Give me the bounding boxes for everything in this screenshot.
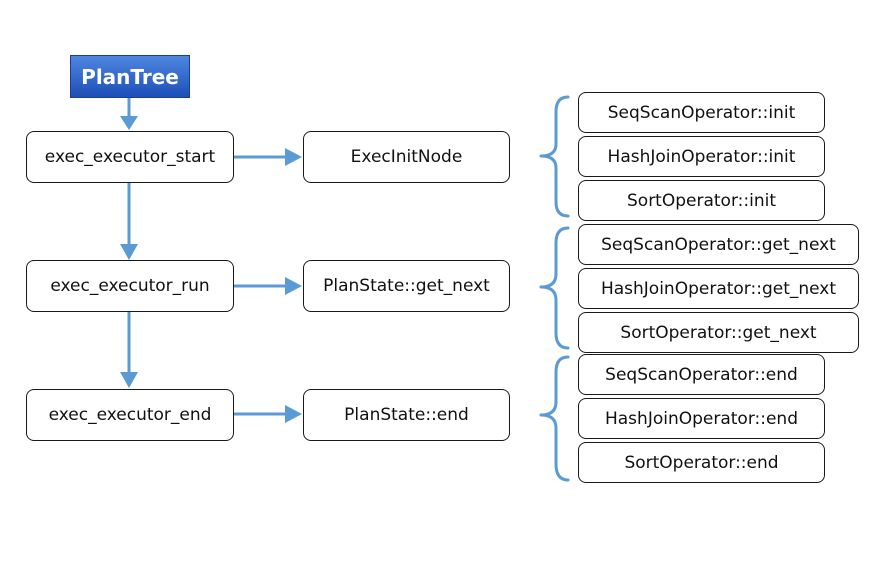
arrowhead-run-to-end <box>120 372 138 388</box>
operator-sort-end: SortOperator::end <box>578 442 825 483</box>
plantree-root: PlanTree <box>70 55 190 98</box>
operator-seqscan-get-next: SeqScanOperator::get_next <box>578 224 859 265</box>
operator-sort-init: SortOperator::init <box>578 180 825 221</box>
arrowhead-start-to-call <box>285 148 302 166</box>
arrowhead-run-to-call <box>285 277 302 295</box>
operator-hashjoin-end: HashJoinOperator::end <box>578 398 825 439</box>
operator-hashjoin-get-next: HashJoinOperator::get_next <box>578 268 859 309</box>
call-planstate-end: PlanState::end <box>303 389 510 441</box>
arrowhead-start-to-run <box>120 244 138 260</box>
brace-start <box>539 95 570 218</box>
stage-exec-executor-run: exec_executor_run <box>26 260 234 312</box>
operator-hashjoin-init: HashJoinOperator::init <box>578 136 825 177</box>
operator-sort-get-next: SortOperator::get_next <box>578 312 859 353</box>
call-exec-init-node: ExecInitNode <box>303 131 510 183</box>
brace-run <box>539 226 570 350</box>
brace-end <box>539 355 570 482</box>
arrowhead-end-to-call <box>285 405 302 423</box>
call-planstate-get-next: PlanState::get_next <box>303 260 510 312</box>
operator-seqscan-init: SeqScanOperator::init <box>578 92 825 133</box>
stage-exec-executor-start: exec_executor_start <box>26 131 234 183</box>
operator-seqscan-end: SeqScanOperator::end <box>578 354 825 395</box>
stage-exec-executor-end: exec_executor_end <box>26 389 234 441</box>
arrowhead-root-to-start <box>120 116 138 130</box>
